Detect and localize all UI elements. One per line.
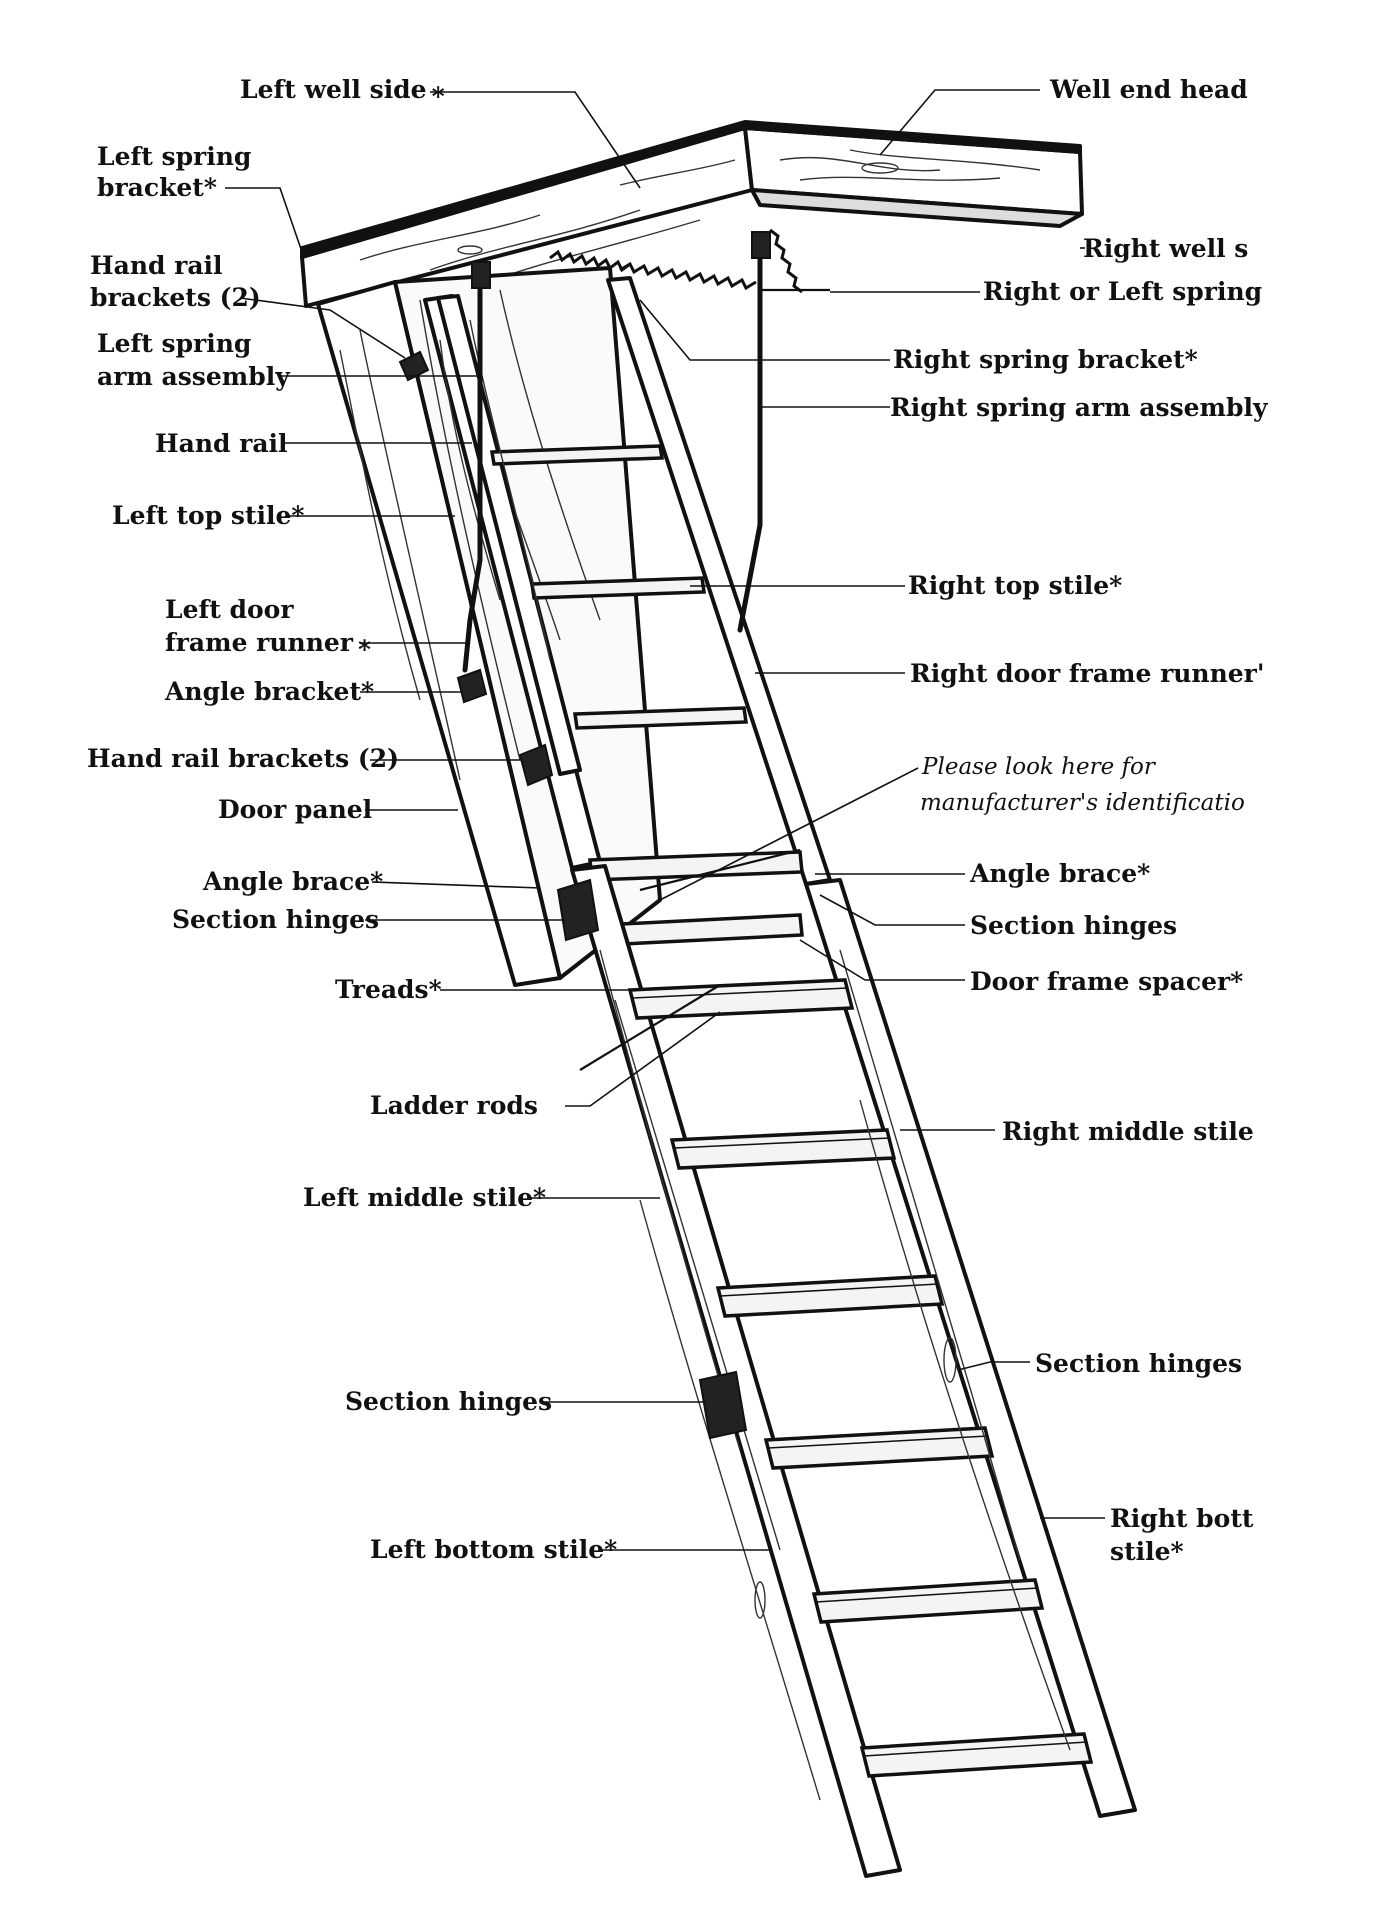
label-section-hinges-right: Section hinges — [970, 911, 1177, 940]
leader-please-look — [659, 767, 919, 901]
hardware — [398, 350, 801, 1440]
label-right-bottom-stile-line1: Right bott — [1110, 1504, 1254, 1533]
label-left-spring-arm-line1: Left spring — [97, 329, 251, 358]
label-door-frame-spacer: Door frame spacer* — [970, 967, 1243, 996]
label-left-bottom-stile: Left bottom stile* — [370, 1535, 617, 1564]
label-right-door-frame-runner: Right door frame runner' — [910, 659, 1265, 688]
leader-section-hinges-lower-right — [957, 1361, 1030, 1371]
label-angle-brace-right: Angle brace* — [969, 859, 1150, 888]
label-left-top-stile: Left top stile* — [112, 501, 305, 530]
well-frame — [300, 120, 1084, 308]
label-treads: Treads* — [335, 975, 442, 1004]
leader-section-hinges-right — [819, 894, 965, 926]
leader-right-spring-bracket — [639, 299, 890, 361]
label-right-or-left-spring: Right or Left spring — [983, 277, 1262, 306]
label-right-top-stile: Right top stile* — [908, 571, 1122, 600]
label-left-door-frame-runner-line2: frame runner ⁎ — [165, 628, 371, 657]
upper-section — [423, 276, 832, 947]
label-hand-rail: Hand rail — [155, 429, 288, 458]
leader-door-frame-spacer — [799, 939, 965, 981]
label-right-bottom-stile-line2: stile* — [1110, 1537, 1184, 1566]
label-section-hinges-left: Section hinges — [172, 905, 379, 934]
label-hand-rail-brackets-mid: Hand rail brackets (2) — [87, 744, 399, 773]
label-angle-brace-left: Angle brace* — [202, 867, 383, 896]
leader-hand-rail-brackets-top — [239, 297, 406, 359]
label-please-look-line2: manufacturer's identificatio — [920, 790, 1245, 816]
leader-angle-brace-left — [371, 881, 541, 889]
label-please-look-line1: Please look here for — [921, 754, 1157, 780]
label-right-spring-arm: Right spring arm assembly — [890, 393, 1269, 422]
label-well-end-header: Well end head — [1049, 75, 1248, 104]
spring-mechanism — [462, 228, 830, 673]
label-ladder-rods: Ladder rods — [370, 1091, 538, 1120]
labels: Left well side ⁎ Well end head Left spri… — [87, 75, 1269, 1566]
label-left-door-frame-runner-line1: Left door — [165, 595, 294, 624]
leader-ladder-rods — [565, 1011, 721, 1107]
leader-left-well-side — [430, 91, 641, 189]
label-left-well-side: Left well side ⁎ — [240, 75, 445, 104]
leader-well-end-header — [879, 89, 1040, 156]
ladder-drawing — [300, 120, 1137, 1878]
label-hand-rail-brackets-top-line1: Hand rail — [90, 251, 223, 280]
label-right-well-side: Right well s — [1083, 234, 1248, 263]
leader-lines — [225, 89, 1105, 1551]
leader-left-spring-bracket — [225, 187, 303, 253]
label-angle-bracket: Angle bracket* — [164, 677, 374, 706]
label-left-spring-bracket-line2: bracket* — [97, 173, 217, 202]
label-left-spring-bracket-line1: Left spring — [97, 142, 251, 171]
label-section-hinges-lower-left: Section hinges — [345, 1387, 552, 1416]
label-hand-rail-brackets-top-line2: brackets (2) — [90, 283, 261, 312]
label-left-spring-arm-line2: arm assembly — [97, 362, 291, 391]
label-right-spring-bracket: Right spring bracket* — [893, 345, 1198, 374]
label-door-panel: Door panel — [218, 795, 372, 824]
label-right-middle-stile: Right middle stile — [1002, 1117, 1254, 1146]
label-section-hinges-lower-right: Section hinges — [1035, 1349, 1242, 1378]
label-left-middle-stile: Left middle stile* — [303, 1183, 546, 1212]
